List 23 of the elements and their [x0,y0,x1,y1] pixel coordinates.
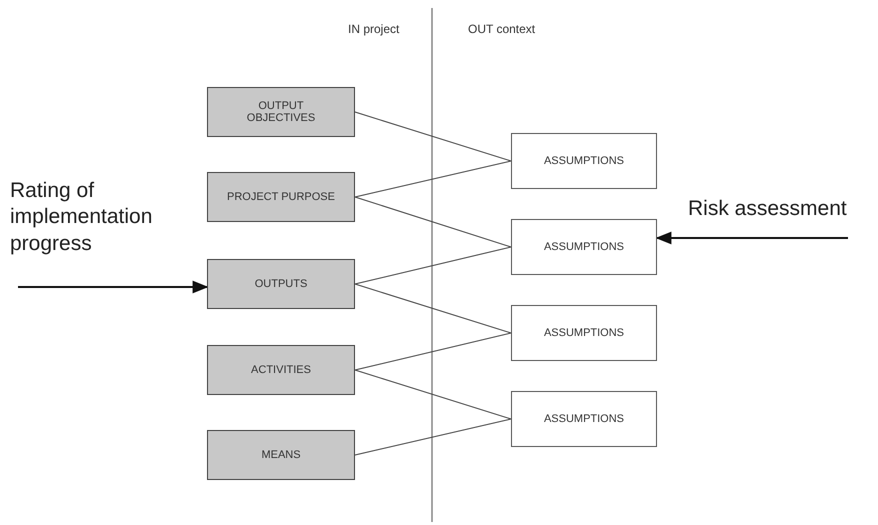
note-text: Rating of implementation progress [10,178,200,287]
connector-line [354,332,512,370]
connector-line [354,370,512,420]
connector-line [354,112,512,162]
connector-line [354,246,512,284]
connector-line [354,196,512,248]
column-heading: OUT context [468,22,536,36]
project-box: PROJECT PURPOSE [207,172,355,222]
project-box: ACTIVITIES [207,345,355,395]
connector-line [354,284,512,334]
project-box: MEANS [207,430,355,480]
project-box: OUTPUT OBJECTIVES [207,87,355,137]
arrow [18,280,209,294]
assumption-box: ASSUMPTIONS [511,391,657,447]
column-heading: IN project [348,22,400,36]
assumption-box: ASSUMPTIONS [511,219,657,275]
note-text: Risk assessment [688,196,868,238]
assumption-box: ASSUMPTIONS [511,305,657,361]
arrow [655,232,848,244]
assumption-box: ASSUMPTIONS [511,133,657,189]
project-box: OUTPUTS [207,259,355,309]
connector-line [354,160,512,198]
connector-line [354,418,512,456]
